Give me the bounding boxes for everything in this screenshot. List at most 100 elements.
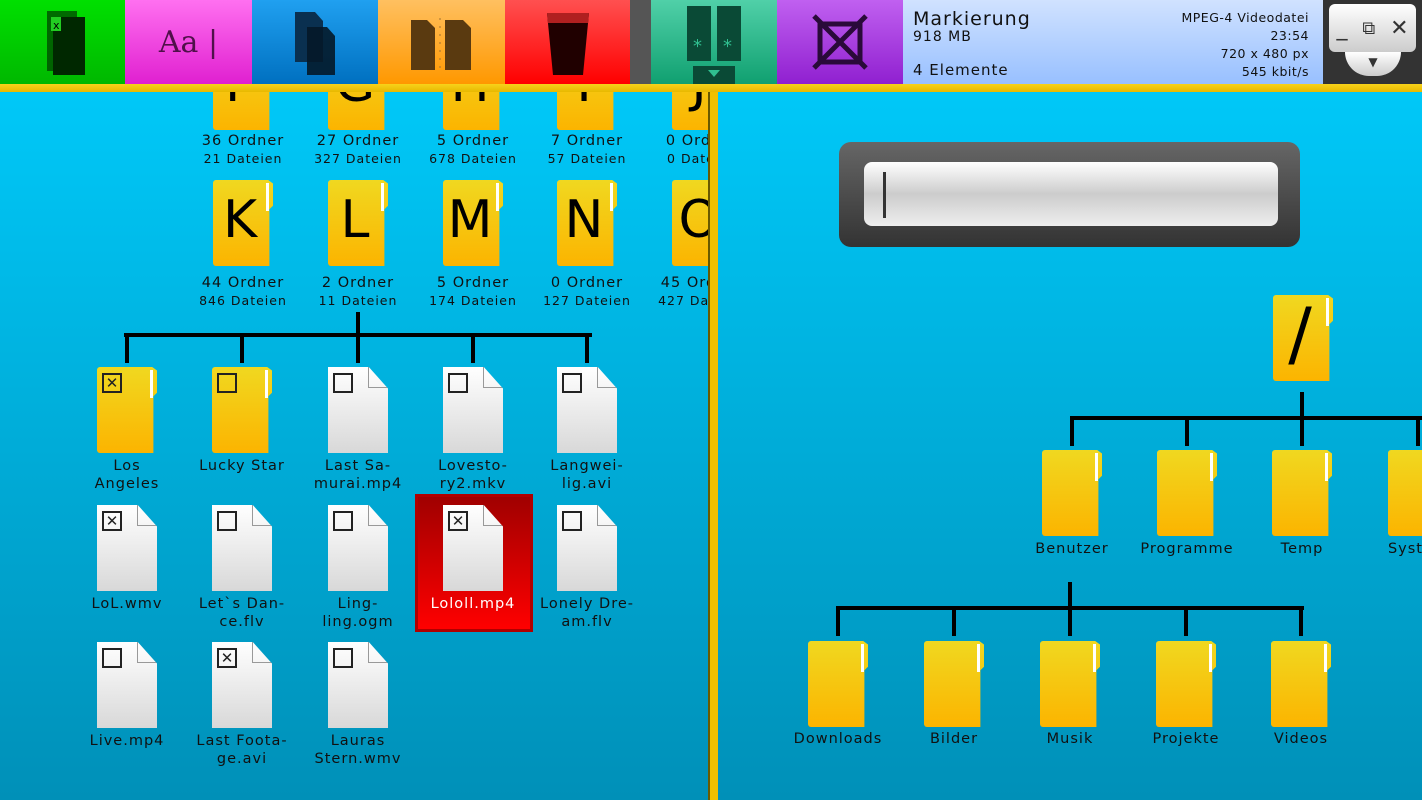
- restore-button[interactable]: ⧉: [1362, 17, 1376, 39]
- tree-connector: [1068, 582, 1072, 610]
- svg-text:x: x: [53, 19, 60, 32]
- file-item[interactable]: [557, 367, 617, 453]
- folder-programme[interactable]: [1157, 450, 1217, 536]
- file-item[interactable]: [443, 367, 503, 453]
- item-label-line: Angeles: [94, 476, 160, 492]
- selection-checkbox[interactable]: ✕: [217, 648, 237, 668]
- font-icon: Aa |: [158, 24, 219, 60]
- letter-folder-N[interactable]: N: [557, 180, 617, 266]
- selection-checkbox[interactable]: [217, 373, 237, 393]
- file-count: 174 Dateien: [429, 293, 517, 308]
- tree-connector: [356, 333, 360, 363]
- letter-folder-O[interactable]: O: [672, 180, 708, 266]
- letter-folder-M[interactable]: M: [443, 180, 503, 266]
- copy-icon: [295, 12, 335, 75]
- root-label: /: [1288, 293, 1312, 375]
- delete-button[interactable]: [505, 0, 630, 84]
- item-label-line: Lovesto-: [438, 458, 508, 474]
- file-item[interactable]: [557, 505, 617, 591]
- close-button[interactable]: ✕: [1390, 15, 1409, 41]
- deselect-button[interactable]: [777, 0, 903, 84]
- item-label: Lovesto-ry2.mkv: [408, 457, 538, 493]
- extract-button[interactable]: **: [651, 0, 777, 84]
- item-label-line: Langwei-: [550, 458, 624, 474]
- folder-label: System: [1387, 541, 1422, 557]
- file-item[interactable]: [212, 505, 272, 591]
- folder-projekte[interactable]: [1156, 641, 1216, 727]
- svg-text:*: *: [723, 36, 732, 57]
- letter-folder-H[interactable]: H: [443, 92, 503, 130]
- selection-checkbox[interactable]: ✕: [102, 373, 122, 393]
- selection-checkbox[interactable]: [448, 373, 468, 393]
- folder-musik[interactable]: [1040, 641, 1100, 727]
- selection-checkbox[interactable]: [102, 648, 122, 668]
- tree-connector: [1070, 416, 1074, 446]
- item-label: Live.mp4: [62, 732, 192, 750]
- selection-checkbox[interactable]: [562, 373, 582, 393]
- minimize-button[interactable]: _: [1336, 15, 1348, 41]
- file-item[interactable]: ✕: [212, 642, 272, 728]
- pane-divider[interactable]: [708, 92, 718, 800]
- selection-checkbox[interactable]: [217, 511, 237, 531]
- selection-checkbox[interactable]: [333, 648, 353, 668]
- tree-connector: [952, 606, 956, 636]
- file-item[interactable]: [328, 505, 388, 591]
- split-files-icon: [410, 18, 471, 72]
- folder-label: Benutzer: [1035, 541, 1109, 557]
- folder-temp[interactable]: [1272, 450, 1332, 536]
- folder-item[interactable]: ✕: [97, 367, 157, 453]
- copy-button[interactable]: [252, 0, 378, 84]
- item-label-line: ry2.mkv: [439, 476, 507, 492]
- chevron-down-icon[interactable]: ▼: [1345, 52, 1401, 76]
- file-item[interactable]: ✕: [97, 505, 157, 591]
- rename-button[interactable]: Aa |: [125, 0, 252, 84]
- file-count: 21 Dateien: [203, 151, 283, 166]
- right-pane[interactable]: /BenutzerProgrammeTempSystemDownloadsBil…: [718, 92, 1422, 800]
- letter-folder-J[interactable]: J: [672, 92, 708, 130]
- folder-downloads[interactable]: [808, 641, 868, 727]
- selection-checkbox[interactable]: ✕: [448, 511, 468, 531]
- root-folder[interactable]: /: [1273, 295, 1333, 381]
- search-input[interactable]: [864, 162, 1278, 226]
- file-count: 846 Dateien: [199, 293, 287, 308]
- selection-checkbox[interactable]: [333, 511, 353, 531]
- tree-connector: [1070, 416, 1422, 420]
- folder-item[interactable]: [212, 367, 272, 453]
- folder-benutzer[interactable]: [1042, 450, 1102, 536]
- file-item[interactable]: [97, 642, 157, 728]
- compare-button[interactable]: [378, 0, 505, 84]
- folder-videos[interactable]: [1271, 641, 1331, 727]
- item-label-line: Ling-: [337, 596, 379, 612]
- folder-label: Videos: [1273, 731, 1329, 747]
- file-count: 11 Dateien: [318, 293, 398, 308]
- tree-connector: [1300, 416, 1304, 446]
- selection-checkbox[interactable]: [333, 373, 353, 393]
- folder-system[interactable]: [1388, 450, 1422, 536]
- folder-count: 0 Ordner: [550, 275, 624, 291]
- folder-stats: 0 Ordner0 Dateien: [637, 132, 708, 168]
- folder-label: Temp: [1280, 541, 1324, 557]
- folder-label: Downloads: [793, 731, 883, 747]
- letter-folder-K[interactable]: K: [213, 180, 273, 266]
- excel-files-button[interactable]: x: [0, 0, 125, 84]
- folder-bilder[interactable]: [924, 641, 984, 727]
- folder-letter: N: [564, 190, 604, 250]
- tree-connector: [585, 333, 589, 363]
- letter-folder-G[interactable]: G: [328, 92, 388, 130]
- letter-folder-I[interactable]: I: [557, 92, 617, 130]
- folder-count: 45 Ordner: [660, 275, 708, 291]
- item-label-line: Lauras: [330, 733, 386, 749]
- selection-checkbox[interactable]: [562, 511, 582, 531]
- item-label-line: Last Sa-: [324, 458, 392, 474]
- file-item[interactable]: [328, 642, 388, 728]
- letter-folder-F[interactable]: F: [213, 92, 273, 130]
- file-item[interactable]: [328, 367, 388, 453]
- toolbar: x Aa | ** Markierung 918 MB 4 Elemente M…: [0, 0, 1422, 84]
- file-item[interactable]: ✕: [443, 505, 503, 591]
- svg-text:*: *: [693, 36, 702, 57]
- letter-folder-L[interactable]: L: [328, 180, 388, 266]
- selection-checkbox[interactable]: ✕: [102, 511, 122, 531]
